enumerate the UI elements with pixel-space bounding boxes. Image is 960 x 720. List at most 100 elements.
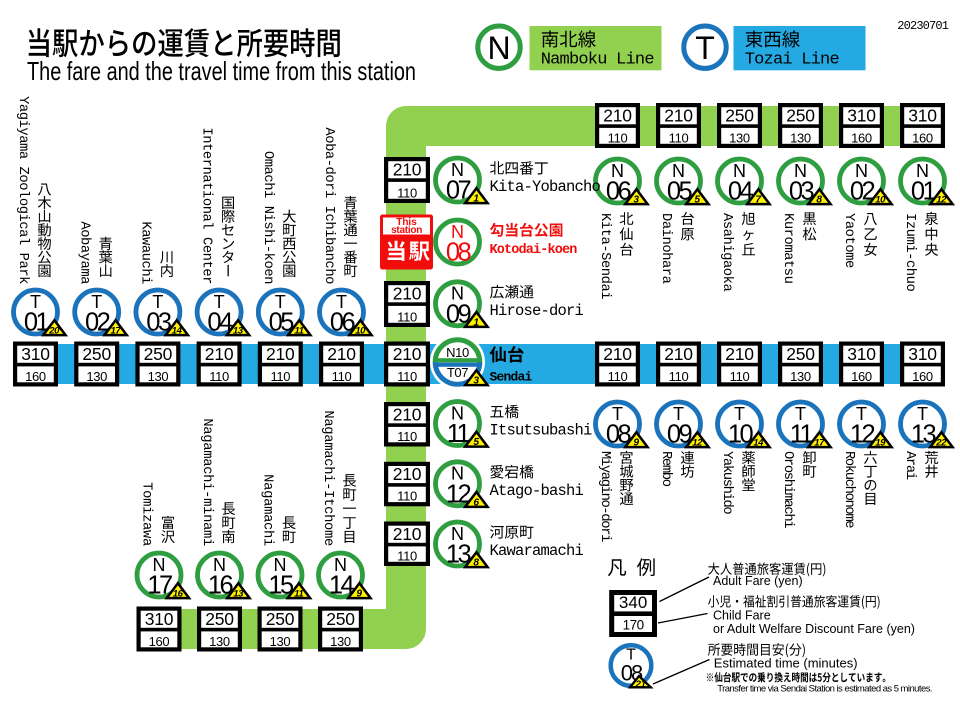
- svg-text:250: 250: [266, 609, 295, 629]
- svg-text:Sendai: Sendai: [490, 369, 533, 384]
- svg-text:110: 110: [397, 429, 417, 444]
- svg-text:Nagamachi-Itchome: Nagamachi-Itchome: [320, 410, 336, 546]
- svg-text:250: 250: [786, 105, 815, 125]
- svg-text:17: 17: [814, 438, 825, 449]
- svg-text:110: 110: [669, 369, 689, 384]
- svg-text:210: 210: [603, 344, 632, 364]
- svg-text:160: 160: [25, 369, 46, 384]
- svg-text:Yakushido: Yakushido: [719, 451, 735, 514]
- svg-text:250: 250: [82, 344, 111, 364]
- svg-text:T: T: [917, 404, 928, 424]
- svg-text:Omachi Nishi-koen: Omachi Nishi-koen: [260, 151, 276, 284]
- svg-text:12: 12: [692, 438, 703, 449]
- svg-text:250: 250: [326, 609, 355, 629]
- svg-text:3: 3: [473, 376, 479, 387]
- svg-text:210: 210: [393, 344, 422, 364]
- svg-text:Arai: Arai: [902, 451, 918, 480]
- svg-text:T07: T07: [447, 365, 468, 380]
- svg-text:20230701: 20230701: [897, 19, 948, 33]
- svg-text:08: 08: [446, 239, 472, 267]
- svg-text:130: 130: [330, 634, 351, 649]
- svg-text:Kita-Sendai: Kita-Sendai: [597, 213, 613, 299]
- svg-text:130: 130: [209, 634, 230, 649]
- svg-text:110: 110: [209, 369, 229, 384]
- svg-text:210: 210: [393, 283, 422, 303]
- svg-text:340: 340: [619, 593, 647, 612]
- svg-text:N: N: [451, 464, 464, 484]
- svg-text:13: 13: [233, 589, 244, 600]
- svg-text:12: 12: [936, 195, 947, 206]
- svg-text:N: N: [794, 161, 807, 181]
- svg-text:10: 10: [355, 326, 366, 337]
- svg-text:9: 9: [633, 438, 639, 449]
- svg-text:130: 130: [86, 369, 107, 384]
- svg-text:International Center: International Center: [199, 127, 215, 284]
- svg-text:310: 310: [847, 344, 876, 364]
- svg-text:16: 16: [173, 589, 184, 600]
- svg-text:Kawaramachi: Kawaramachi: [490, 542, 584, 560]
- svg-text:Namboku Line: Namboku Line: [541, 51, 655, 70]
- svg-text:310: 310: [145, 609, 174, 629]
- svg-text:Nagamachi: Nagamachi: [260, 474, 276, 546]
- svg-text:N: N: [274, 555, 287, 575]
- svg-text:14: 14: [753, 438, 764, 449]
- svg-text:210: 210: [393, 524, 422, 544]
- svg-text:Nagamachi-minami: Nagamachi-minami: [199, 418, 215, 546]
- svg-text:T: T: [30, 292, 41, 312]
- svg-text:310: 310: [908, 105, 937, 125]
- svg-text:Estimated time (minutes): Estimated time (minutes): [714, 655, 858, 670]
- svg-text:Tomizawa: Tomizawa: [139, 482, 155, 546]
- svg-text:110: 110: [397, 369, 417, 384]
- svg-text:110: 110: [730, 369, 750, 384]
- svg-text:250: 250: [144, 344, 173, 364]
- svg-text:Yaotome: Yaotome: [841, 213, 856, 268]
- svg-text:Itsutsubashi: Itsutsubashi: [490, 422, 593, 440]
- svg-text:T: T: [856, 404, 867, 424]
- svg-text:310: 310: [908, 344, 937, 364]
- svg-text:19: 19: [875, 438, 886, 449]
- svg-text:210: 210: [393, 404, 422, 424]
- svg-text:160: 160: [912, 130, 933, 145]
- svg-text:5: 5: [473, 437, 479, 448]
- svg-text:T: T: [626, 646, 636, 663]
- svg-text:130: 130: [790, 130, 811, 145]
- svg-text:210: 210: [725, 344, 754, 364]
- svg-text:10: 10: [875, 195, 886, 206]
- svg-text:130: 130: [790, 369, 811, 384]
- svg-text:110: 110: [669, 130, 689, 145]
- svg-text:210: 210: [393, 159, 422, 179]
- svg-text:110: 110: [608, 369, 628, 384]
- svg-text:13: 13: [233, 326, 244, 337]
- svg-text:110: 110: [397, 309, 417, 324]
- svg-text:N: N: [451, 222, 464, 242]
- svg-text:N: N: [451, 284, 464, 304]
- svg-text:Rokuchonome: Rokuchonome: [841, 451, 857, 528]
- svg-text:T: T: [336, 292, 347, 312]
- svg-text:Yagiyama Zoological Park: Yagiyama Zoological Park: [15, 96, 31, 284]
- svg-text:Tozai Line: Tozai Line: [745, 51, 840, 70]
- svg-text:160: 160: [851, 130, 872, 145]
- svg-text:Kita-Yobancho: Kita-Yobancho: [490, 178, 601, 196]
- svg-text:250: 250: [205, 609, 234, 629]
- svg-text:Rembo: Rembo: [658, 451, 674, 487]
- svg-text:Asahigaoka: Asahigaoka: [719, 213, 735, 291]
- svg-text:N: N: [611, 161, 624, 181]
- svg-text:T: T: [734, 404, 745, 424]
- svg-text:310: 310: [847, 105, 876, 125]
- svg-text:210: 210: [266, 344, 295, 364]
- svg-text:110: 110: [397, 185, 417, 200]
- svg-text:station: station: [391, 225, 422, 236]
- svg-text:110: 110: [608, 130, 628, 145]
- svg-text:130: 130: [270, 634, 291, 649]
- svg-text:Oroshimachi: Oroshimachi: [780, 451, 796, 528]
- svg-text:14: 14: [172, 326, 183, 337]
- svg-text:20: 20: [48, 326, 60, 337]
- svg-text:N: N: [916, 161, 929, 181]
- svg-text:T: T: [795, 404, 806, 424]
- svg-text:T: T: [275, 292, 286, 312]
- svg-text:Adult Fare (yen): Adult Fare (yen): [713, 574, 803, 588]
- svg-text:Child Fare: Child Fare: [713, 609, 771, 623]
- svg-text:130: 130: [729, 130, 750, 145]
- svg-text:21: 21: [635, 679, 646, 690]
- svg-text:110: 110: [397, 548, 417, 563]
